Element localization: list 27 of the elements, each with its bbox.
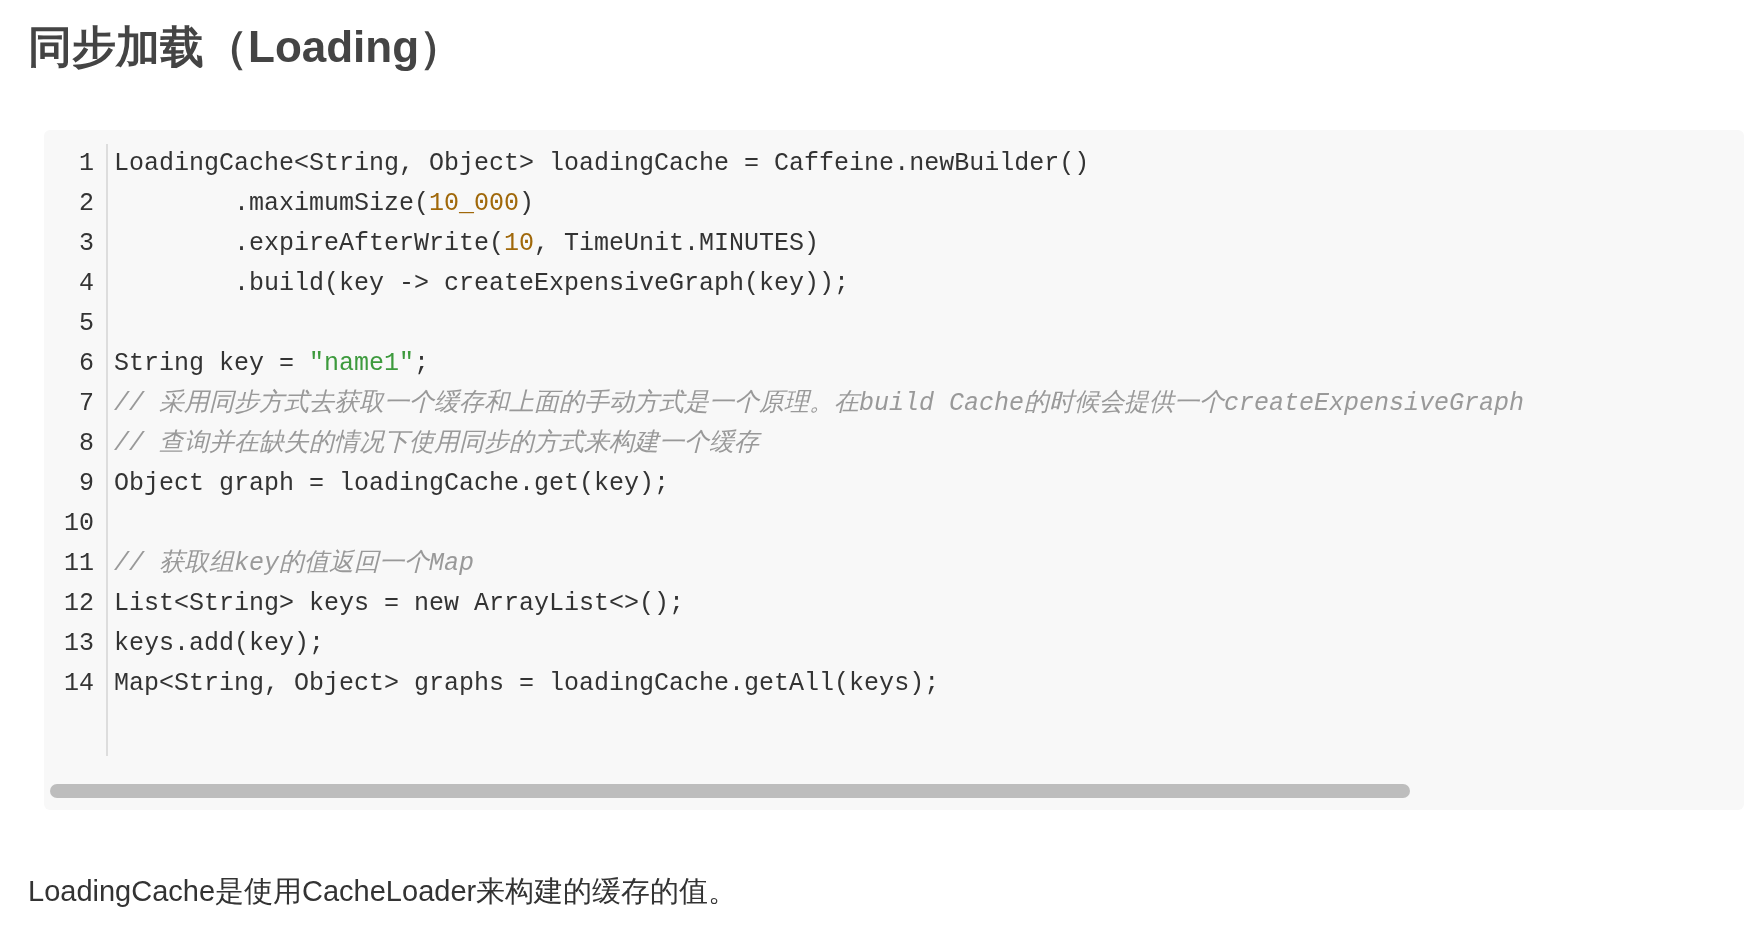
code-line: Object graph = loadingCache.get(key); [114, 468, 670, 500]
line-number: 9 [78, 468, 94, 500]
code-line: List<String> keys = new ArrayList<>(); [114, 588, 685, 620]
code-line: LoadingCache<String, Object> loadingCache = Caffeine.newBuilder() [114, 148, 1090, 180]
line-number: 12 [63, 588, 94, 620]
line-number: 4 [78, 268, 94, 300]
line-number: 14 [63, 668, 94, 700]
line-number: 3 [78, 228, 94, 260]
line-number: 8 [78, 428, 94, 460]
code-comment: // 采用同步方式去获取一个缓存和上面的手动方式是一个原理。在build Cache的时候会提供一个createExpensiveGraph [114, 388, 1525, 420]
line-number: 6 [78, 348, 94, 380]
line-number: 13 [63, 628, 94, 660]
code-line: .build(key -> createExpensiveGraph(key)); [234, 268, 850, 300]
line-number: 7 [78, 388, 94, 420]
line-number: 5 [78, 308, 94, 340]
code-line: String key = "name1"; [114, 348, 430, 380]
code-line: Map<String, Object> graphs = loadingCache.getAll(keys); [114, 668, 940, 700]
line-number: 2 [78, 188, 94, 220]
code-comment: // 获取组key的值返回一个Map [114, 548, 475, 580]
line-number: 11 [63, 548, 94, 580]
line-number: 1 [78, 148, 94, 180]
code-line: .maximumSize(10_000) [234, 188, 535, 220]
code-line: .expireAfterWrite(10, TimeUnit.MINUTES) [234, 228, 820, 260]
code-line: keys.add(key); [114, 628, 325, 660]
page-title: 同步加载（Loading） [28, 21, 464, 73]
paragraph: LoadingCache是使用CacheLoader来构建的缓存的值。 [28, 874, 738, 909]
line-number: 10 [63, 508, 94, 540]
